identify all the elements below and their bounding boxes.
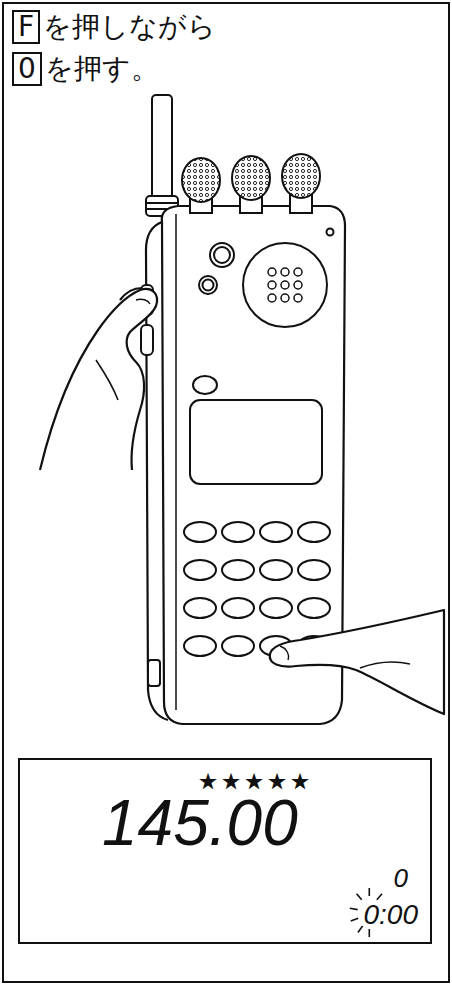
blink-ray bbox=[357, 894, 362, 900]
channel-digit: 0 bbox=[394, 864, 408, 893]
instruction-text: を押す。 bbox=[45, 53, 159, 85]
blink-ray bbox=[358, 926, 363, 933]
time-readout: 0:00 bbox=[364, 900, 419, 931]
side-buttons bbox=[141, 285, 160, 686]
key-symbol: 0 bbox=[12, 52, 42, 86]
blink-ray bbox=[368, 929, 370, 937]
blink-ray bbox=[351, 918, 359, 921]
key-symbol: F bbox=[12, 10, 40, 44]
page-frame bbox=[3, 3, 449, 982]
instruction-text: を押しながら bbox=[43, 11, 216, 43]
speaker-grille bbox=[268, 268, 302, 302]
blink-ray bbox=[368, 888, 370, 896]
right-hand bbox=[270, 610, 444, 714]
antenna bbox=[146, 95, 178, 216]
keypad bbox=[184, 522, 330, 656]
left-hand bbox=[40, 288, 157, 470]
blink-ray bbox=[377, 894, 382, 900]
key-label: 0 bbox=[18, 52, 36, 85]
knobs bbox=[182, 154, 320, 213]
frequency-readout: 145.00 bbox=[102, 788, 298, 858]
front-details bbox=[190, 229, 334, 485]
key-label: F bbox=[18, 10, 34, 43]
blink-ray bbox=[350, 908, 358, 909]
lcd-display: ★★★★★145.0000:00 bbox=[18, 758, 432, 944]
